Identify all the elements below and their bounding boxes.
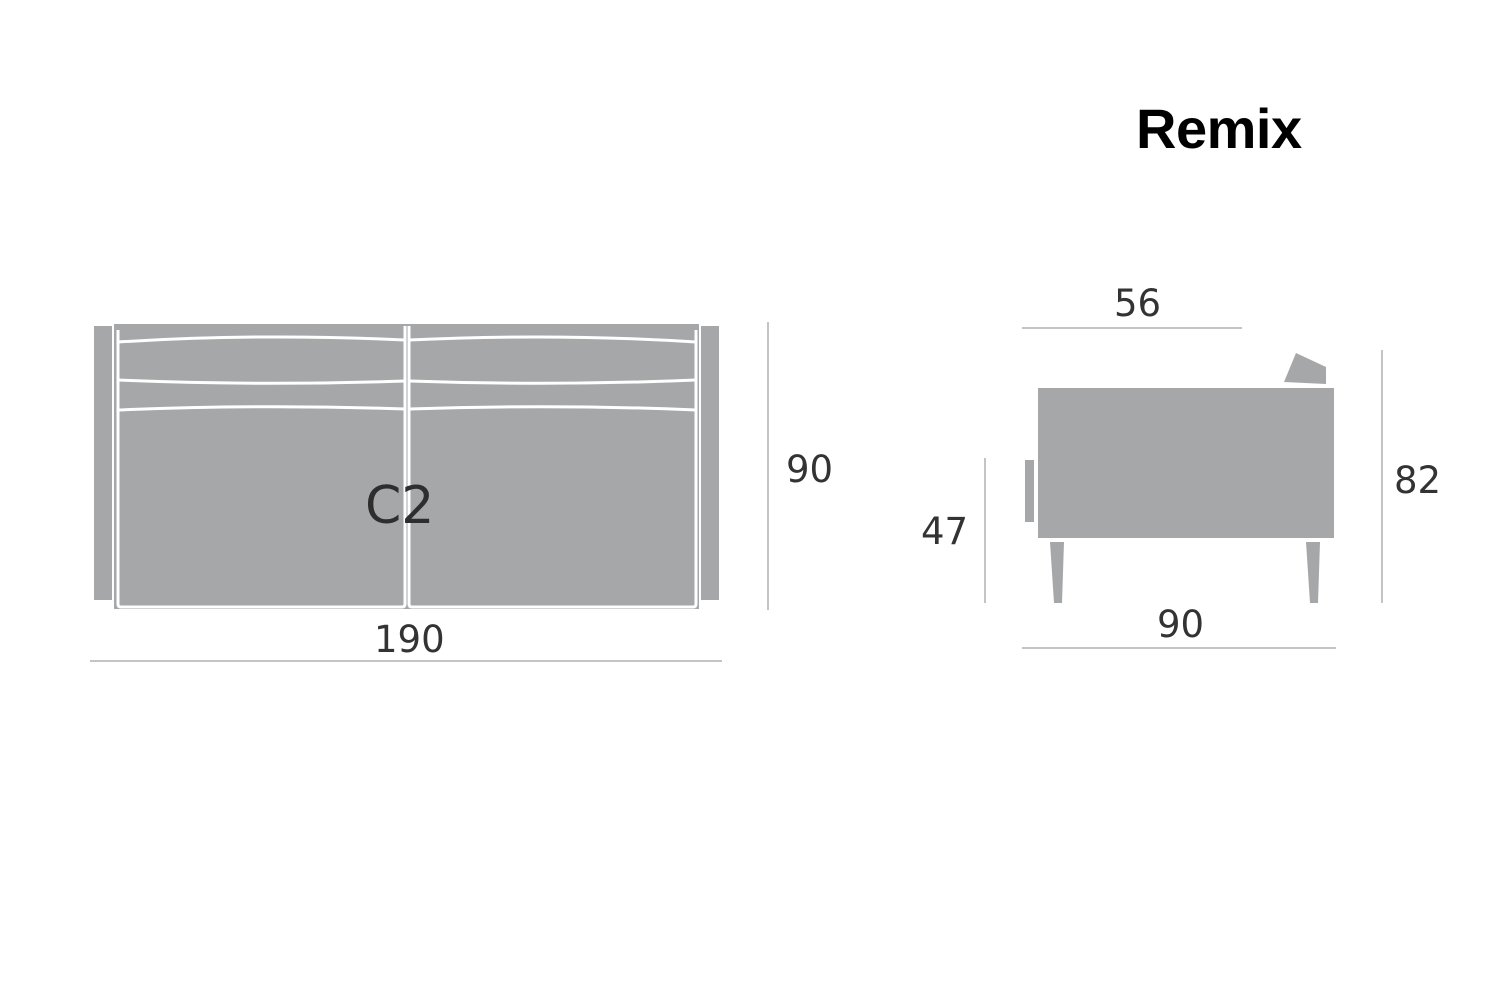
back-cushion-bottom-right bbox=[408, 378, 697, 385]
back-cushion-bottom-left bbox=[117, 378, 406, 385]
front-edge bbox=[1025, 460, 1034, 522]
seat-line-right bbox=[408, 405, 697, 412]
back-cushion-top-left bbox=[117, 335, 406, 344]
product-title: Remix bbox=[1136, 97, 1302, 160]
side-view bbox=[984, 327, 1383, 649]
module-code-label: C2 bbox=[365, 476, 435, 536]
back-cushion-top-right bbox=[408, 335, 697, 344]
side-body bbox=[1038, 388, 1334, 538]
front-view bbox=[90, 322, 769, 662]
left-arm bbox=[94, 326, 112, 600]
seat-height-label: 47 bbox=[921, 510, 969, 553]
front-depth-label: 90 bbox=[786, 448, 834, 491]
back-leg bbox=[1306, 542, 1320, 603]
right-seat-outline bbox=[407, 326, 698, 609]
width-label: 190 bbox=[374, 618, 445, 661]
right-arm bbox=[701, 326, 719, 600]
headrest bbox=[1284, 353, 1326, 384]
seat-line-left bbox=[117, 405, 406, 412]
front-leg bbox=[1050, 542, 1064, 603]
seat-depth-label: 56 bbox=[1114, 282, 1162, 325]
side-depth-label: 90 bbox=[1157, 603, 1205, 646]
left-seat-outline bbox=[116, 326, 407, 609]
total-height-label: 82 bbox=[1394, 459, 1442, 502]
